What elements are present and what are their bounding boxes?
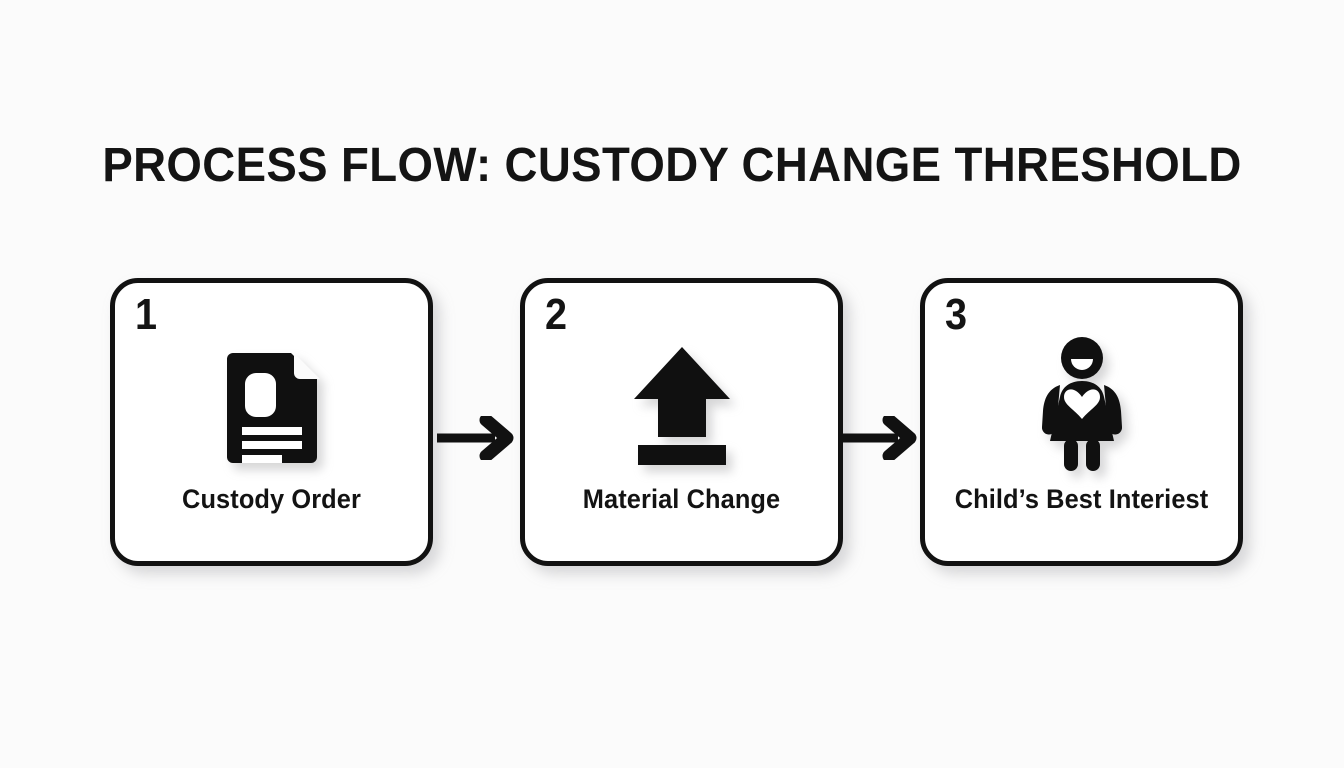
document-icon bbox=[226, 353, 320, 463]
step-number-2: 2 bbox=[545, 290, 568, 339]
process-flow-row: 1 Custody Order 2 bbox=[0, 278, 1344, 568]
upload-arrow-icon bbox=[633, 347, 730, 465]
step-number-1: 1 bbox=[135, 290, 158, 339]
arrow-right-icon bbox=[840, 416, 917, 460]
step-label-1: Custody Order bbox=[182, 484, 361, 514]
step-label-3: Child’s Best Interiest bbox=[954, 484, 1209, 514]
arrow-right-icon bbox=[437, 416, 514, 460]
connector-1 bbox=[437, 416, 523, 460]
flow-step-card-2[interactable]: 2 Material Change bbox=[520, 278, 843, 566]
step-label-2: Material Change bbox=[582, 484, 781, 514]
connector-2 bbox=[840, 416, 926, 460]
step-icon-2-wrapper bbox=[525, 335, 838, 475]
step-number-3: 3 bbox=[945, 290, 968, 339]
flow-step-card-3[interactable]: 3 Chil bbox=[920, 278, 1243, 566]
step-icon-3-wrapper bbox=[925, 335, 1238, 475]
page-title: PROCESS FLOW: CUSTODY CHANGE THRESHOLD bbox=[102, 139, 1242, 192]
child-heart-figure-icon bbox=[1041, 337, 1122, 471]
flow-step-card-1[interactable]: 1 Custody Order bbox=[110, 278, 433, 566]
step-icon-1-wrapper bbox=[115, 335, 428, 475]
